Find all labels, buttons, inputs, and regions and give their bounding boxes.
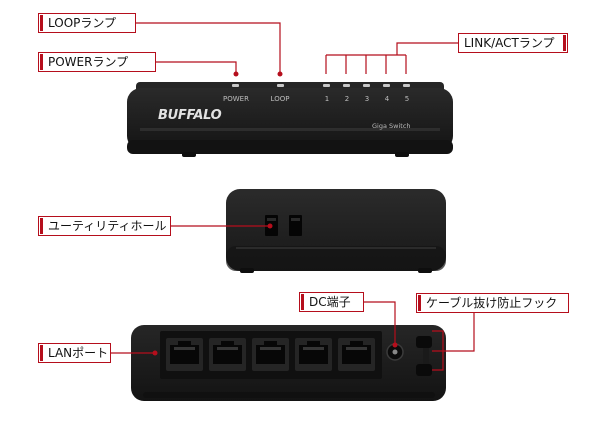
lan-port-1[interactable]	[166, 338, 203, 371]
utility-hole-right-ridge	[291, 218, 300, 221]
device-rear-view	[131, 325, 446, 401]
link-led-2	[343, 84, 350, 87]
device-front-view: POWER LOOP 1 2 3 4 5 BUFFALO Giga Switch	[127, 82, 453, 157]
device-rear-base	[143, 392, 435, 398]
callout-marker	[40, 345, 43, 361]
device-front-highlight	[140, 128, 440, 131]
callout-marker	[40, 218, 43, 234]
lan-port-2[interactable]	[209, 338, 246, 371]
link-act-leader-line	[325, 42, 458, 74]
port-number-3: 3	[365, 95, 369, 103]
device-front-base	[127, 140, 453, 154]
callout-leader-lines	[111, 22, 475, 371]
callout-utility-hole: ユーティリティホール	[38, 216, 171, 236]
port-number-4: 4	[385, 95, 390, 103]
loop-leader-line	[136, 22, 281, 74]
callout-text: LANポート	[48, 346, 109, 360]
device-side-base	[226, 246, 446, 271]
lan-port-4[interactable]	[295, 338, 332, 371]
model-label: Giga Switch	[372, 122, 411, 130]
lan-port-5[interactable]	[338, 338, 375, 371]
link-led-1	[323, 84, 330, 87]
power-leader-dot	[233, 71, 239, 77]
callout-text: POWERランプ	[48, 55, 129, 69]
cable-hook	[416, 336, 432, 376]
port-number-1: 1	[325, 95, 329, 103]
power-led	[232, 84, 239, 87]
port-number-2: 2	[345, 95, 349, 103]
loop-label: LOOP	[271, 95, 290, 103]
callout-marker	[418, 295, 421, 311]
callout-marker	[40, 15, 43, 31]
device-side-view	[226, 189, 446, 273]
utility-hole-left-ridge	[267, 218, 276, 221]
link-led-5	[403, 84, 410, 87]
callout-marker	[301, 294, 304, 310]
callout-marker	[40, 54, 43, 70]
callout-cable-hook: ケーブル抜け防止フック	[416, 293, 569, 313]
callout-lan-port: LANポート	[38, 343, 111, 363]
lan-port-3[interactable]	[252, 338, 289, 371]
callout-text: LINK/ACTランプ	[464, 36, 555, 50]
device-front-body	[127, 88, 453, 150]
callout-text: LOOPランプ	[48, 16, 117, 30]
callout-marker	[563, 35, 566, 51]
callout-power-lamp: POWERランプ	[38, 52, 156, 72]
loop-leader-dot	[277, 71, 283, 77]
callout-text: ケーブル抜け防止フック	[426, 296, 558, 310]
link-led-4	[383, 84, 390, 87]
port-number-5: 5	[405, 95, 409, 103]
dc-jack[interactable]	[386, 343, 404, 361]
loop-led	[277, 84, 284, 87]
callout-text: DC端子	[309, 295, 351, 309]
rubber-foot	[182, 152, 196, 157]
device-side-highlight	[236, 247, 436, 249]
callout-loop-lamp: LOOPランプ	[38, 13, 136, 33]
power-label: POWER	[223, 95, 249, 103]
dc-jack-leader-line	[364, 301, 396, 345]
brand-logo: BUFFALO	[158, 108, 222, 123]
callout-text: ユーティリティホール	[48, 219, 167, 233]
callout-dc-jack: DC端子	[299, 292, 364, 312]
dc-jack-leader-dot	[392, 342, 398, 348]
link-led-3	[363, 84, 370, 87]
rubber-foot	[395, 152, 409, 157]
cable-hook-leader-line	[432, 313, 475, 371]
rubber-foot	[418, 268, 432, 273]
callout-link-act-lamp: LINK/ACTランプ	[458, 33, 568, 53]
power-leader-line	[156, 61, 237, 74]
lan-port-leader-dot	[152, 350, 158, 356]
rubber-foot	[240, 268, 254, 273]
utility-hole-leader-dot	[267, 223, 273, 229]
